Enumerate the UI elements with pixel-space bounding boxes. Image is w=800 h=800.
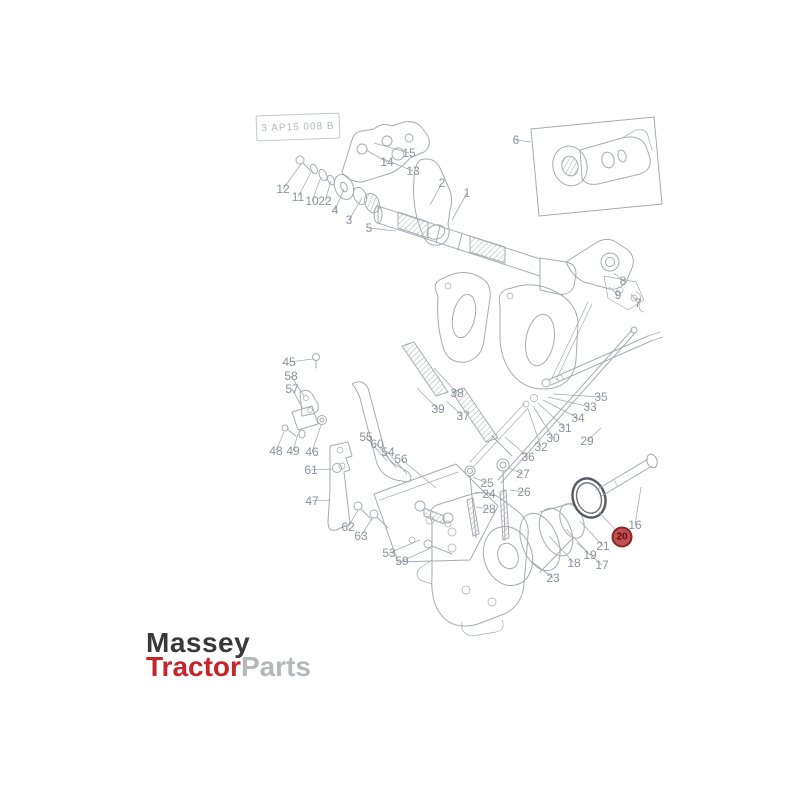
part-callout-33: 33: [583, 400, 597, 414]
part-callout-57: 57: [285, 382, 299, 396]
part-callout-28: 28: [482, 502, 496, 516]
part-callout-5: 5: [365, 221, 373, 235]
part-callout-3: 3: [345, 213, 353, 227]
part-callout-18: 18: [567, 556, 581, 570]
part-callout-10: 10: [305, 194, 319, 208]
part-callout-11: 11: [291, 190, 305, 204]
lift-housing-assembly: [416, 453, 658, 637]
part-callout-30: 30: [546, 431, 560, 445]
part-callout-31: 31: [558, 421, 572, 435]
part-callout-32: 32: [534, 440, 548, 454]
part-callout-34: 34: [571, 411, 585, 425]
part-callout-61: 61: [304, 463, 318, 477]
part-callout-62: 62: [341, 520, 355, 534]
part-callout-46: 46: [305, 445, 319, 459]
part-callout-49: 49: [286, 444, 300, 458]
logo-parts: Parts: [240, 650, 311, 682]
logo-tractorparts: TractorParts: [146, 650, 311, 682]
left-lever-cluster: [281, 353, 412, 531]
part-callout-6: 6: [512, 133, 520, 147]
logo-massey: Massey: [146, 627, 251, 658]
part-callout-59: 59: [395, 554, 409, 568]
part-callout-36: 36: [521, 450, 535, 464]
part-callout-25: 25: [480, 476, 494, 490]
part-callout-55: 55: [359, 430, 373, 444]
part-callout-24: 24: [482, 487, 496, 501]
part-callout-45: 45: [282, 355, 296, 369]
upper-link-boxed-part: [530, 116, 663, 217]
part-callout-35: 35: [594, 390, 608, 404]
part-callout-21: 21: [596, 539, 610, 553]
part-callout-60: 60: [370, 437, 384, 451]
part-callout-38: 38: [450, 386, 464, 400]
part-callout-19: 19: [583, 548, 597, 562]
part-callout-7: 7: [634, 296, 642, 310]
part-callout-53: 53: [382, 546, 396, 560]
part-callout-48: 48: [269, 444, 283, 458]
cam-plates: [434, 272, 579, 390]
part-callout-14: 14: [380, 155, 394, 169]
logo-tractor: Tractor: [146, 650, 241, 682]
part-callout-12: 12: [276, 182, 290, 196]
part-callout-22: 22: [318, 194, 332, 208]
springs-and-rods: [401, 301, 664, 484]
part-callout-16: 16: [628, 518, 642, 532]
part-callout-29: 29: [580, 434, 594, 448]
part-callout-37: 37: [456, 409, 470, 423]
part-callout-2: 2: [438, 176, 446, 190]
brand-logo: Massey TractorParts: [146, 627, 311, 682]
part-callout-27: 27: [516, 467, 530, 481]
part-callout-26: 26: [517, 485, 531, 499]
part-callout-13: 13: [406, 164, 420, 178]
part-callout-63: 63: [354, 529, 368, 543]
part-callout-15: 15: [402, 146, 416, 160]
part-callout-4: 4: [331, 203, 339, 217]
highlighted-part-badge-20[interactable]: 20: [611, 526, 633, 548]
top-link-shaft-assembly: [295, 121, 645, 313]
part-callout-8: 8: [619, 274, 627, 288]
part-callout-54: 54: [381, 445, 395, 459]
part-callout-9: 9: [614, 288, 622, 302]
part-callout-23: 23: [546, 571, 560, 585]
part-callout-17: 17: [595, 558, 609, 572]
part-callout-47: 47: [305, 494, 319, 508]
part-callout-1: 1: [463, 186, 471, 200]
part-callout-56: 56: [394, 452, 408, 466]
part-callout-39: 39: [431, 402, 445, 416]
part-callout-58: 58: [284, 369, 298, 383]
